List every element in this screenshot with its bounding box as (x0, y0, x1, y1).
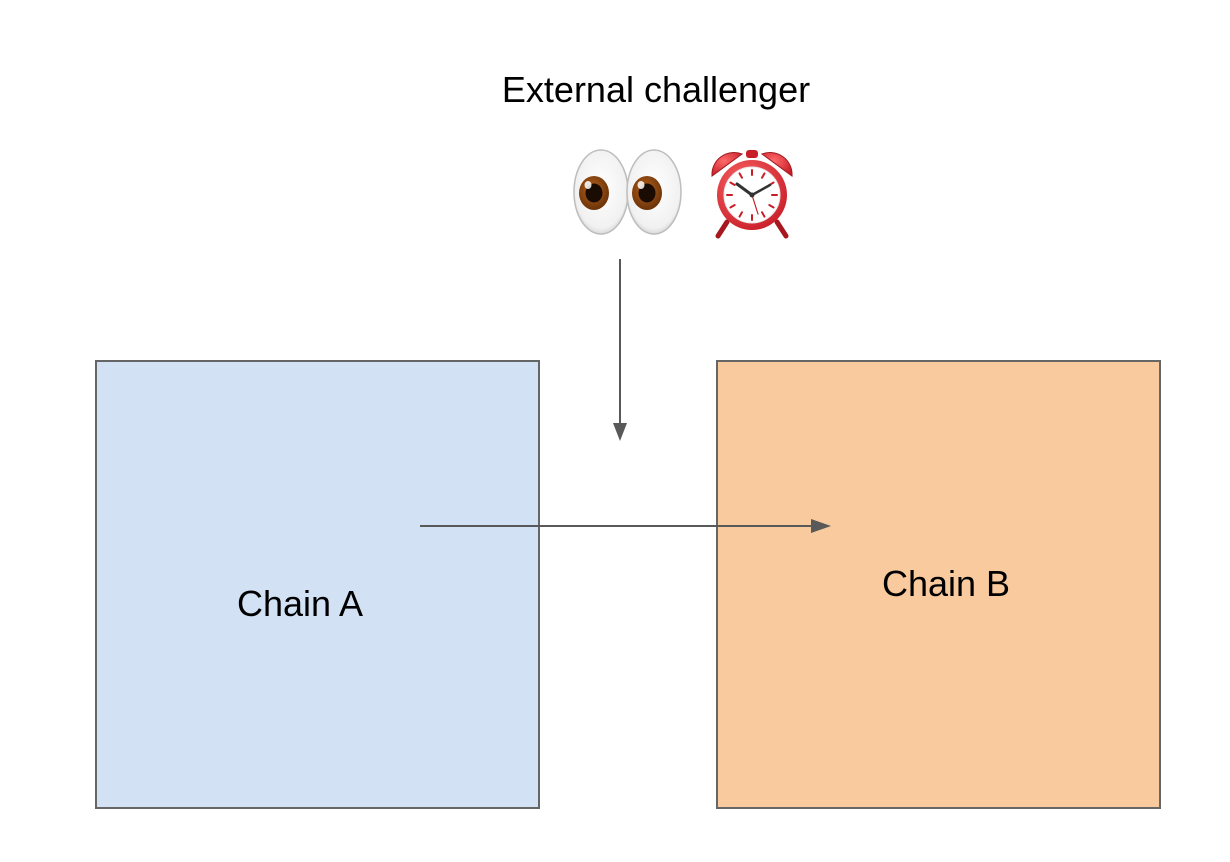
chain-b-box (716, 360, 1161, 809)
chain-a-label: Chain A (236, 583, 364, 624)
challenge-arrow (613, 259, 627, 441)
left-eye (573, 149, 629, 235)
external-challenger-label: External challenger (501, 69, 811, 110)
eyes-icon (573, 149, 682, 235)
chain-a-box (95, 360, 540, 809)
alarm-clock-icon (711, 150, 793, 239)
right-eye (626, 149, 682, 235)
chain-b-label: Chain B (881, 563, 1011, 604)
